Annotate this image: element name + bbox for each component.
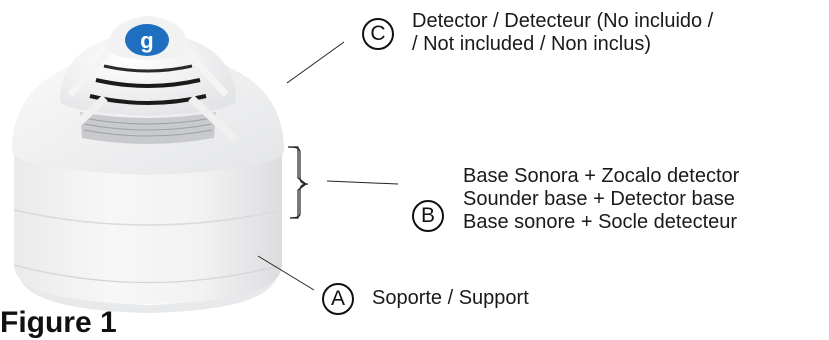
brand-logo-icon: g [125, 24, 169, 56]
support-ring [18, 262, 278, 313]
callout-letter-c: C [362, 18, 394, 50]
leader-line-b [326, 180, 399, 185]
callout-label-a: Soporte / Support [372, 287, 529, 310]
callout-letter-b: B [412, 200, 444, 232]
callout-b-line-1: Base Sonora + Zocalo detector [463, 165, 740, 187]
figure-caption: Figure 1 [0, 306, 117, 339]
callout-label-b: Base Sonora + Zocalo detector Sounder ba… [463, 165, 739, 234]
callout-label-c: Detector / Detecteur (No incluido / / No… [412, 10, 713, 56]
device-illustration: g [12, 16, 399, 313]
leader-line-c [286, 41, 345, 84]
callout-c-line-1: Detector / Detecteur (No incluido / [412, 10, 714, 32]
svg-text:g: g [140, 28, 153, 53]
callout-c-line-2: / Not included / Non inclus) [412, 33, 652, 55]
callout-b-line-2: Sounder base + Detector base [463, 188, 735, 210]
callout-letter-a: A [322, 283, 354, 315]
detector-dome [12, 16, 284, 175]
callout-b-line-3: Base sonore + Socle detecteur [463, 211, 738, 233]
leader-line-a [257, 255, 315, 291]
callout-a-line-1: Soporte / Support [372, 287, 529, 309]
sounder-base [13, 150, 283, 304]
diagram: g C Detector / Detecteur (No incluido / … [0, 10, 739, 339]
bracket-b [288, 146, 307, 219]
